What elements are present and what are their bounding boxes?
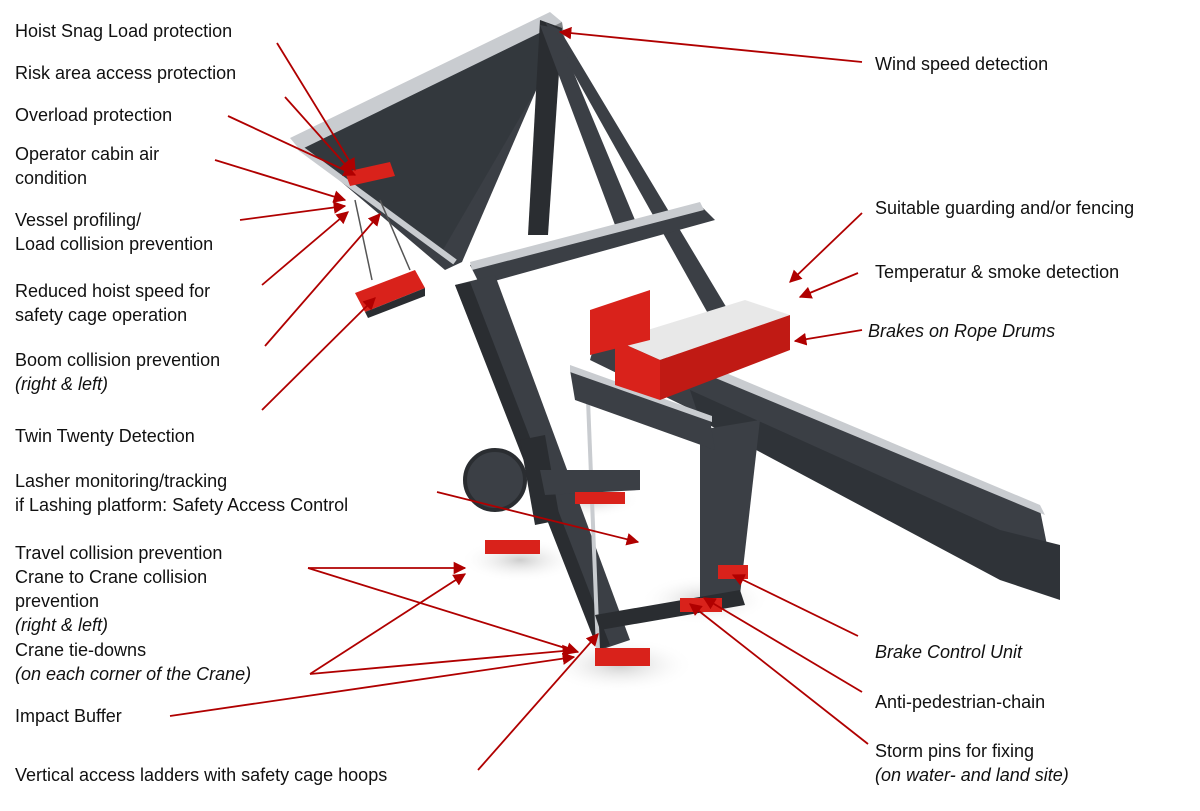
label-guarding: Suitable guarding and/or fencing	[875, 198, 1135, 218]
crane-legs-rear	[463, 435, 640, 525]
label-hoist-snag: Hoist Snag Load protection	[15, 21, 233, 41]
label-brake-control: Brake Control Unit	[875, 642, 1023, 662]
label-temperature: Temperatur & smoke detection	[875, 262, 1120, 282]
trolley	[345, 162, 395, 186]
label-anti-pedestrian: Anti-pedestrian-chain	[875, 692, 1046, 712]
label-wind-speed: Wind speed detection	[875, 54, 1049, 74]
label-boom-collision: Boom collision prevention(right & left)	[15, 350, 221, 394]
label-overload: Overload protection	[15, 105, 173, 125]
crane-apex-truss	[470, 20, 740, 335]
leader-lines	[169, 26, 869, 771]
label-vessel-profiling: Vessel profiling/Load collision preventi…	[15, 210, 214, 254]
crane-boom	[290, 12, 565, 270]
label-impact-buffer: Impact Buffer	[15, 706, 122, 726]
label-twin-twenty: Twin Twenty Detection	[15, 426, 195, 446]
label-rope-brakes: Brakes on Rope Drums	[868, 321, 1056, 341]
machinery-house	[590, 290, 790, 400]
label-access-ladders: Vertical access ladders with safety cage…	[15, 765, 388, 785]
label-crane-tiedowns: Crane tie-downs(on each corner of the Cr…	[15, 640, 252, 684]
label-storm-pins: Storm pins for fixing(on water- and land…	[875, 741, 1069, 785]
label-risk-area: Risk area access protection	[15, 63, 237, 83]
